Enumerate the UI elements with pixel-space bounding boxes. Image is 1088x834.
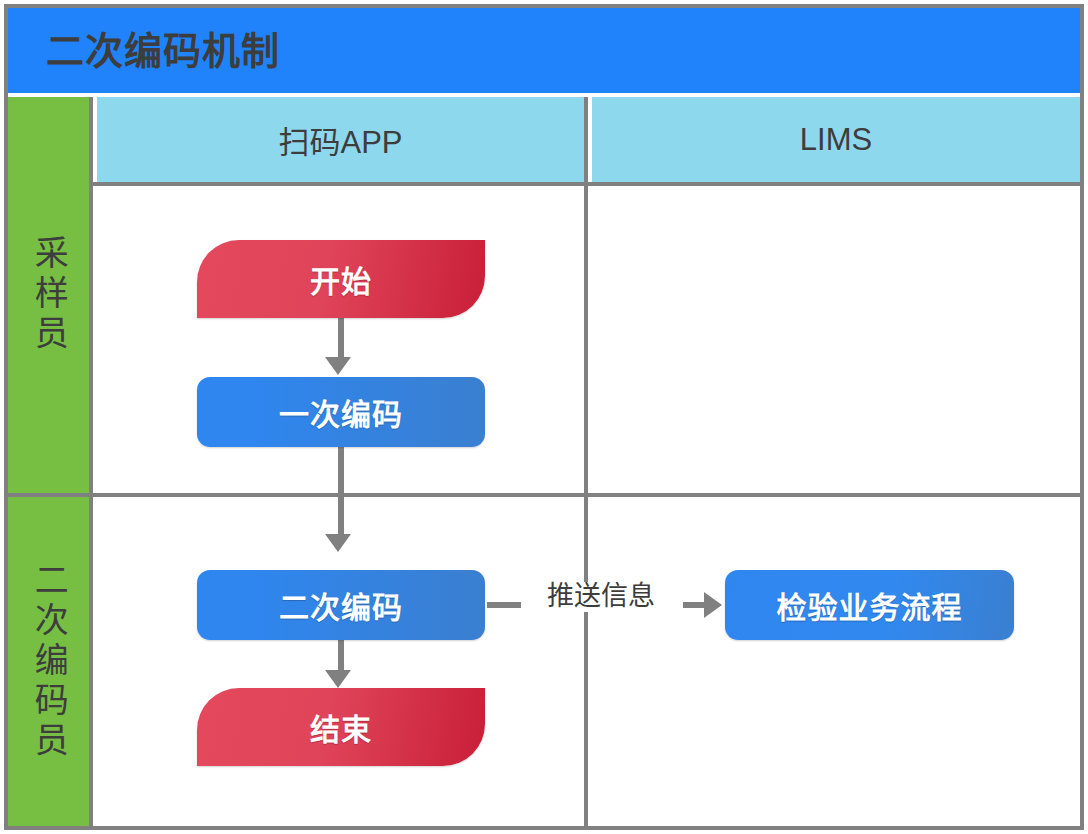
- node-end[interactable]: 结束: [197, 688, 485, 766]
- node-code2[interactable]: 二次编码: [197, 570, 485, 640]
- node-lims-process-label: 检验业务流程: [777, 583, 963, 627]
- column-header-app: 扫码APP: [97, 97, 584, 182]
- grid-rule-lane-split: [8, 493, 1080, 497]
- node-code1[interactable]: 一次编码: [197, 377, 485, 447]
- grid-rule-column-divider: [584, 97, 588, 826]
- arrowhead-start-to-code1: [325, 357, 351, 375]
- swimlane-label-recoder: 二次编码员: [8, 497, 89, 826]
- arrowhead-code2-to-lims: [704, 592, 722, 618]
- node-code2-label: 二次编码: [279, 583, 403, 627]
- column-header-app-label: 扫码APP: [278, 117, 402, 162]
- diagram-title-bar: 二次编码机制: [8, 8, 1080, 93]
- connector-code1-to-code2: [338, 447, 344, 536]
- connector-start-to-code1: [338, 318, 344, 361]
- grid-rule-lane-divider: [89, 97, 93, 826]
- arrowhead-code2-to-end: [325, 670, 351, 688]
- edge-label-push-info: 推送信息: [521, 582, 681, 612]
- connector-code2-to-lims-left: [487, 602, 521, 608]
- swimlane-label-sampler-text: 采样员: [31, 235, 67, 355]
- swimlane-label-sampler: 采样员: [8, 97, 89, 493]
- node-end-label: 结束: [310, 705, 372, 749]
- column-header-lims-label: LIMS: [800, 122, 872, 158]
- node-start-label: 开始: [310, 257, 372, 301]
- swimlane-label-recoder-text: 二次编码员: [31, 562, 67, 762]
- page-title: 二次编码机制: [46, 32, 280, 70]
- node-start[interactable]: 开始: [197, 240, 485, 318]
- column-header-lims: LIMS: [592, 97, 1080, 182]
- grid-rule-header-bottom: [93, 182, 1080, 186]
- arrowhead-code1-to-code2: [325, 534, 351, 552]
- node-code1-label: 一次编码: [279, 390, 403, 434]
- connector-code2-to-end: [338, 640, 344, 673]
- node-lims-process[interactable]: 检验业务流程: [725, 570, 1014, 640]
